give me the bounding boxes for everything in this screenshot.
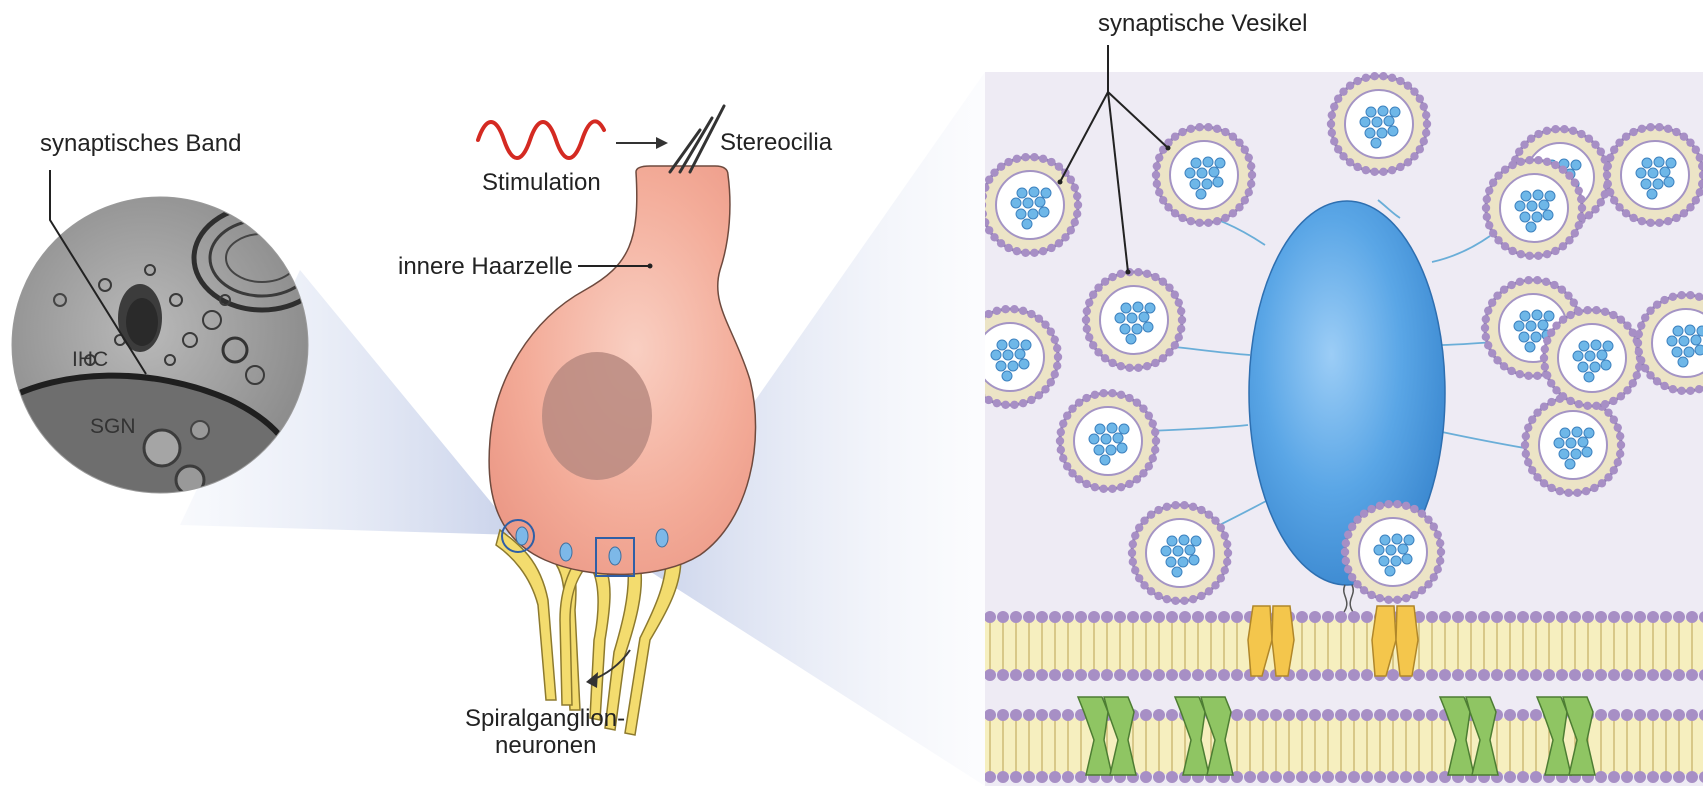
- inner-hair-cell: [488, 104, 757, 736]
- leader-dot-3: [1165, 145, 1171, 151]
- synaptic-vesicle: [1151, 123, 1257, 227]
- synaptic-vesicle: [1055, 389, 1161, 493]
- micrograph-zoom-marker: [501, 519, 535, 553]
- synaptic-vesicle: [1602, 123, 1703, 227]
- leader-dot-2: [1125, 269, 1131, 275]
- stimulation-wave-icon: [476, 119, 606, 160]
- synaptic-vesicles: [985, 72, 1703, 605]
- ribbon-label: synaptisches Band: [40, 130, 241, 157]
- synaptic-vesicle: [1326, 72, 1432, 176]
- ihc-label: IHC: [72, 348, 108, 371]
- glutamate-receptors: [1076, 696, 1596, 776]
- synaptic-vesicle: [1081, 268, 1187, 372]
- zoom-box-marker: [595, 537, 635, 577]
- zoom-cone-right: [640, 72, 985, 786]
- synaptic-vesicle: [1633, 291, 1703, 395]
- vesicle-leader-lines: [1059, 45, 1169, 273]
- stimulation-label: Stimulation: [482, 169, 601, 196]
- calcium-channels: [1247, 605, 1419, 677]
- stimulation-arrowhead: [656, 137, 668, 149]
- vesicles-label: synaptische Vesikel: [1098, 10, 1307, 37]
- stereocilia-label: Stereocilia: [720, 129, 833, 156]
- synapse-zoom-panel: [985, 72, 1703, 786]
- synaptic-ribbons: [515, 526, 669, 566]
- spiral-ganglion-neurons: [495, 528, 682, 736]
- synaptic-vesicle: [1340, 500, 1446, 604]
- spiral-ganglion-label-line1: Spiralganglion-: [465, 705, 625, 732]
- ribbon-leader-line: [49, 170, 147, 375]
- synaptic-vesicle: [1127, 501, 1233, 605]
- hair-cell-leader-dot: [647, 263, 653, 269]
- synaptic-vesicle: [1539, 306, 1645, 410]
- nucleus: [542, 352, 652, 480]
- ribbon-anchor: [1343, 584, 1354, 613]
- synaptic-vesicle: [985, 305, 1063, 409]
- presynaptic-membrane: [985, 611, 1703, 681]
- synaptic-vesicle: [1481, 156, 1587, 260]
- stereocilia: [668, 104, 726, 174]
- signal-arrowhead: [586, 672, 598, 688]
- sgn-label: SGN: [90, 415, 136, 438]
- spiral-ganglion-label-line2: neuronen: [495, 732, 596, 759]
- synaptic-vesicle: [1520, 393, 1626, 497]
- zoom-cone-left: [180, 270, 518, 535]
- synaptic-ribbon-body: [1248, 200, 1446, 586]
- leader-dot-1: [1057, 179, 1063, 185]
- hair-cell-label: innere Haarzelle: [398, 253, 573, 280]
